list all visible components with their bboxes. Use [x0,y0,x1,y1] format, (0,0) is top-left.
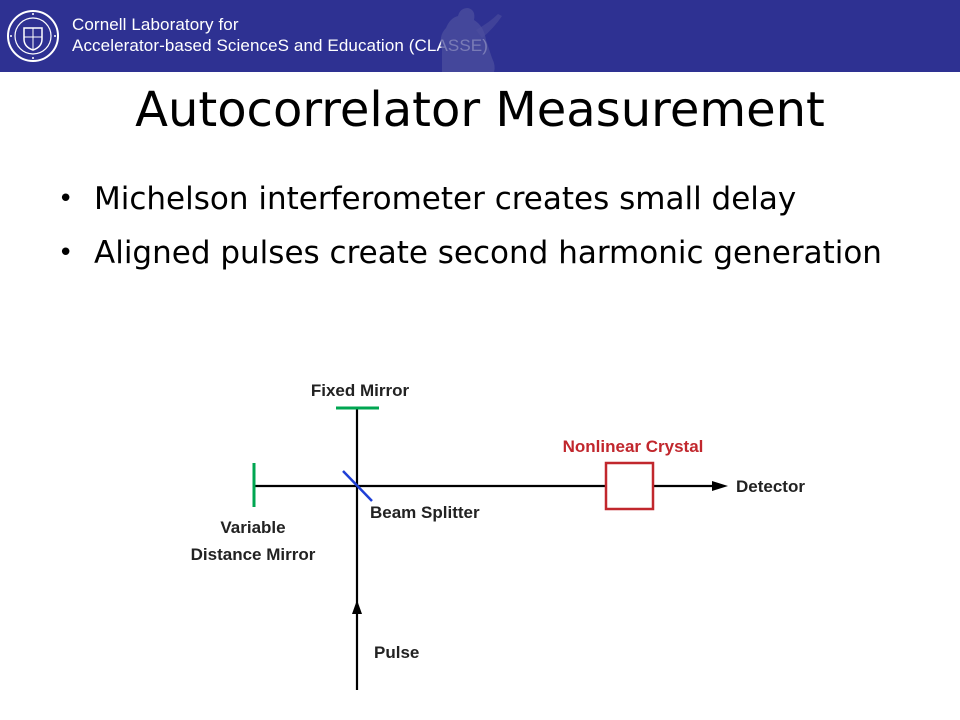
variable-mirror-label-line2: Distance Mirror [191,545,316,564]
pulse-arrowhead [352,600,362,614]
detector-arrowhead [712,481,728,491]
header-text: Cornell Laboratory for Accelerator-based… [72,14,488,56]
page-title: Autocorrelator Measurement [135,82,825,138]
bullet-item: • Aligned pulses create second harmonic … [58,232,918,274]
header-line-2: Accelerator-based ScienceS and Education… [72,36,488,55]
bullet-marker: • [58,238,74,268]
statue-silhouette [440,8,502,72]
nonlinear-crystal-box [604,461,655,511]
cornell-seal-icon [7,10,59,62]
pulse-label: Pulse [374,643,419,662]
fixed-mirror-label: Fixed Mirror [311,381,410,400]
bullet-list: • Michelson interferometer creates small… [58,178,918,286]
beam-splitter [342,470,373,502]
bullet-item: • Michelson interferometer creates small… [58,178,918,220]
header-bar: Cornell Laboratory for Accelerator-based… [0,0,960,72]
variable-mirror-label-line1: Variable [220,518,285,537]
detector-label: Detector [736,477,805,496]
bullet-text: Aligned pulses create second harmonic ge… [94,235,882,271]
header-line-1: Cornell Laboratory for [72,15,239,34]
beam-splitter-label: Beam Splitter [370,503,480,522]
bullet-marker: • [58,184,74,214]
nonlinear-crystal-label: Nonlinear Crystal [563,437,704,456]
bullet-text: Michelson interferometer creates small d… [94,181,797,217]
